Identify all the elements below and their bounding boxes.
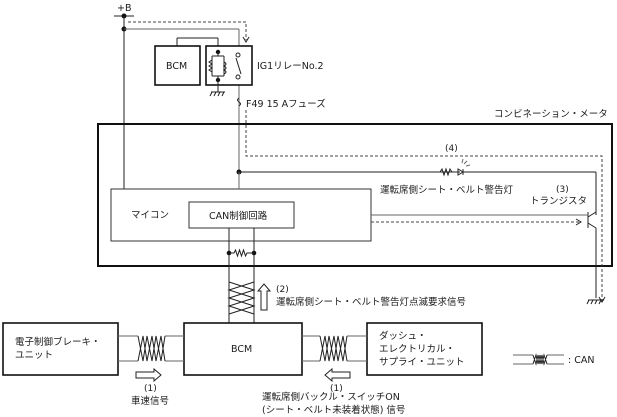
resistor-icon [439,167,453,177]
flow-arrow [242,36,250,43]
ground-icon-2 [586,299,604,305]
relay-box [205,45,253,86]
legend-can: : CAN [513,353,594,366]
lamp-step: (4) [445,144,458,154]
legend-label: : CAN [568,355,594,366]
up-arrow-icon [256,283,272,311]
fuse-icon [237,97,241,107]
fuse-label: F49 15 Aフューズ [246,98,326,110]
can-circuit-box [188,201,295,229]
can-twisted-pair-left [137,335,166,362]
dash-unit-box [366,322,483,376]
dash-unit-line3: サプライ・ユニット [379,357,465,368]
request-step: (2) [276,285,289,295]
relay-label: IG1リレーNo.2 [257,61,324,72]
lamp-label: 運転席側シート・ベルト警告灯 [380,184,514,196]
right-arrow-icon [135,367,162,383]
bcm-bottom-box [183,322,303,376]
bcm-top-box [154,45,201,86]
relay-switch-icon [235,57,242,75]
can-twisted-pair-vertical [227,281,256,315]
bcm-top-label: BCM [166,61,187,72]
transistor-label: トランジスタ [530,196,587,207]
request-label: 運転席側シート・ベルト警告灯点滅要求信号 [276,296,466,308]
buckle-label-line2: (シート・ベルト未装着状態) 信号 [262,404,405,416]
dash-unit-line2: エレクトリカル・ [379,344,455,355]
speed-step: (1) [144,384,157,394]
micom-label: マイコン [131,210,169,221]
dash-unit-line1: ダッシュ・ [379,330,427,342]
combination-meter-box [97,123,613,267]
bcm-bottom-label: BCM [231,344,252,355]
meter-label: コンビネーション・メータ [494,109,608,120]
legend-twisted-pair-icon [532,353,548,366]
can-circuit-label: CAN制御回路 [209,210,268,222]
relay-contact-icon [235,52,241,58]
termination-resistor-icon [229,248,254,258]
can-twisted-pair-right [319,335,348,362]
warning-lamp-led-icon [452,168,464,176]
supply-label: +B [117,3,131,14]
current-flow-dashed [128,21,247,40]
buckle-label-line1: 運転席側バックル・スイッチON [262,391,400,403]
brake-unit-box [2,322,119,376]
ground-icon [209,91,225,97]
speed-label: 車速信号 [131,395,169,407]
brake-unit-line1: 電子制御ブレーキ・ [15,336,101,348]
brake-unit-line2: ユニット [15,350,53,361]
transistor-step: (3) [556,185,569,195]
buckle-step: (1) [330,384,343,394]
lamp-current-dashed [245,110,603,300]
left-arrow-icon [324,367,351,383]
